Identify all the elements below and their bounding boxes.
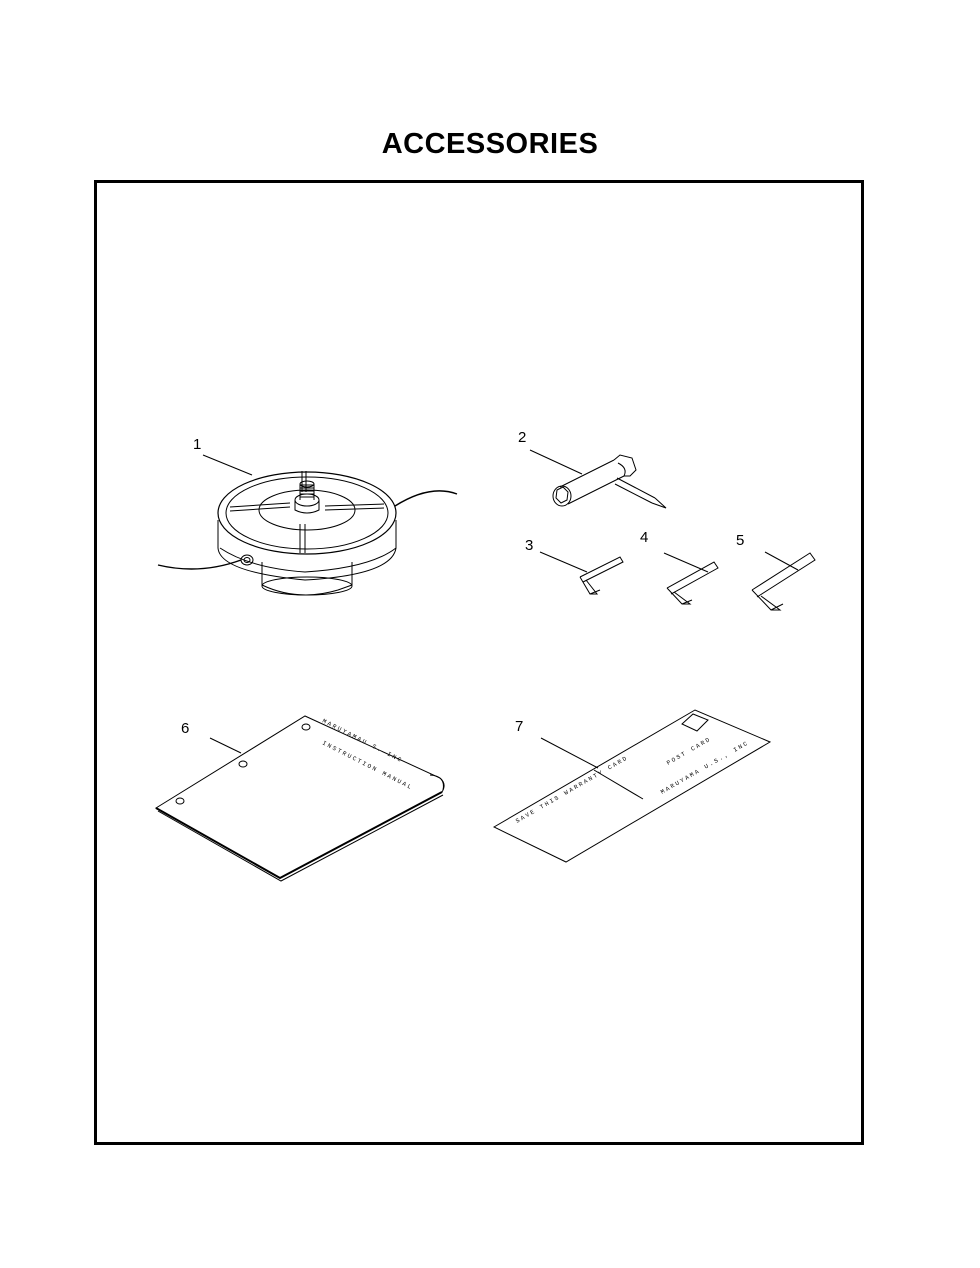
- leader-line-5: [764, 551, 799, 571]
- hex-key-small-icon: [579, 556, 624, 595]
- plug-wrench-icon: [552, 454, 667, 509]
- callout-3: 3: [525, 537, 533, 554]
- leader-line-3: [539, 551, 588, 573]
- hex-key-medium-icon: [666, 561, 719, 605]
- callout-1: 1: [193, 436, 201, 453]
- callout-5: 5: [736, 532, 744, 549]
- callout-7: 7: [515, 718, 523, 735]
- instruction-manual-icon: MARUYAMAU S. INC INSTRUCTION MANUAL: [155, 715, 445, 882]
- page-title: ACCESSORIES: [381, 128, 599, 160]
- callout-2: 2: [518, 429, 526, 446]
- hex-key-large-icon: [751, 552, 816, 611]
- leader-line-2: [529, 449, 583, 475]
- callout-4: 4: [640, 529, 648, 546]
- leader-line-6: [209, 737, 242, 754]
- callout-6: 6: [181, 720, 189, 737]
- leader-line-1: [202, 454, 253, 476]
- leader-line-4: [663, 552, 709, 573]
- diagram-frame: [94, 180, 864, 1145]
- leader-line-7: [540, 737, 599, 769]
- warranty-card-icon: SAVE THIS WARRANTY CARD POST CARD MARUYA…: [492, 709, 772, 863]
- trimmer-head-icon: [157, 471, 458, 596]
